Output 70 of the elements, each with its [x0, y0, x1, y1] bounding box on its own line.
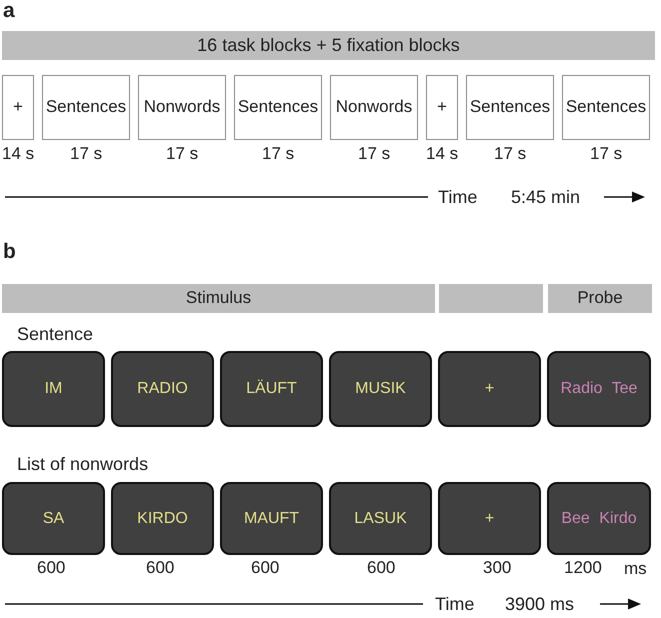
stimulus-screen: [438, 482, 541, 555]
unit-label: ms: [624, 558, 647, 580]
panel-letter: b: [3, 241, 16, 263]
header-band: [548, 284, 652, 313]
stimulus-screen: [329, 351, 432, 427]
stimulus-screen: [547, 482, 651, 555]
stimulus-word: Bee Kirdo: [561, 508, 637, 528]
stimulus-word: RADIO: [137, 379, 188, 399]
block-box: [426, 75, 458, 140]
block-label: Nonwords: [144, 97, 220, 118]
duration-label: 600: [37, 557, 66, 579]
header-band: [439, 284, 543, 313]
panel-letter: a: [3, 0, 15, 22]
axis-label: Time: [438, 186, 478, 208]
stimulus-word: MAUFT: [244, 508, 300, 528]
duration-label: 600: [146, 557, 174, 579]
duration-label: 300: [483, 557, 512, 579]
duration-label: 14 s: [2, 143, 34, 165]
block-box: [466, 75, 554, 140]
stimulus-word: SA: [42, 508, 64, 528]
band-label: 16 task blocks + 5 fixation blocks: [197, 34, 460, 56]
duration-label: 17 s: [494, 143, 526, 165]
block-label: Sentences: [238, 97, 318, 118]
block-label: Sentences: [46, 97, 126, 118]
stimulus-screen: [111, 351, 214, 427]
block-label: Sentences: [470, 97, 550, 118]
block-label: Sentences: [566, 97, 646, 118]
block-box: [234, 75, 322, 140]
header-band: [2, 31, 655, 60]
stimulus-screen: [220, 482, 323, 555]
duration-label: 1200: [564, 557, 602, 579]
band-label: Stimulus: [186, 288, 252, 309]
stimulus-screen: [547, 351, 651, 427]
stimulus-word: LÄUFT: [246, 379, 297, 399]
row-heading: Sentence: [17, 323, 94, 345]
axis-label: 5:45 min: [511, 186, 580, 208]
stimulus-word: +: [484, 508, 494, 528]
duration-label: 17 s: [262, 143, 294, 165]
duration-label: 14 s: [426, 143, 458, 165]
block-box: [562, 75, 650, 140]
row-heading: List of nonwords: [17, 453, 148, 475]
block-label: +: [437, 97, 447, 118]
block-box: [42, 75, 130, 140]
band-label: Probe: [577, 288, 623, 309]
stimulus-screen: [438, 351, 541, 427]
stimulus-screen: [2, 482, 105, 555]
axis-label: Time: [435, 593, 474, 615]
duration-label: 17 s: [70, 143, 102, 165]
block-box: [2, 75, 34, 140]
block-box: [138, 75, 226, 140]
stimulus-word: +: [484, 379, 494, 399]
duration-label: 17 s: [166, 143, 198, 165]
stimulus-word: KIRDO: [137, 508, 188, 528]
header-band: [2, 284, 435, 313]
stimulus-screen: [111, 482, 214, 555]
stimulus-word: IM: [44, 379, 62, 399]
stimulus-word: MUSIK: [355, 379, 406, 399]
duration-label: 17 s: [590, 143, 622, 165]
block-label: +: [13, 97, 23, 118]
axis-label: 3900 ms: [505, 593, 574, 615]
duration-label: 600: [367, 557, 396, 579]
stimulus-word: Radio Tee: [560, 379, 638, 399]
block-box: [330, 75, 418, 140]
stimulus-screen: [2, 351, 105, 427]
stimulus-word: LASUK: [354, 508, 407, 528]
duration-label: 17 s: [358, 143, 390, 165]
block-label: Nonwords: [336, 97, 412, 118]
stimulus-screen: [329, 482, 432, 555]
stimulus-screen: [220, 351, 323, 427]
duration-label: 600: [251, 557, 280, 579]
